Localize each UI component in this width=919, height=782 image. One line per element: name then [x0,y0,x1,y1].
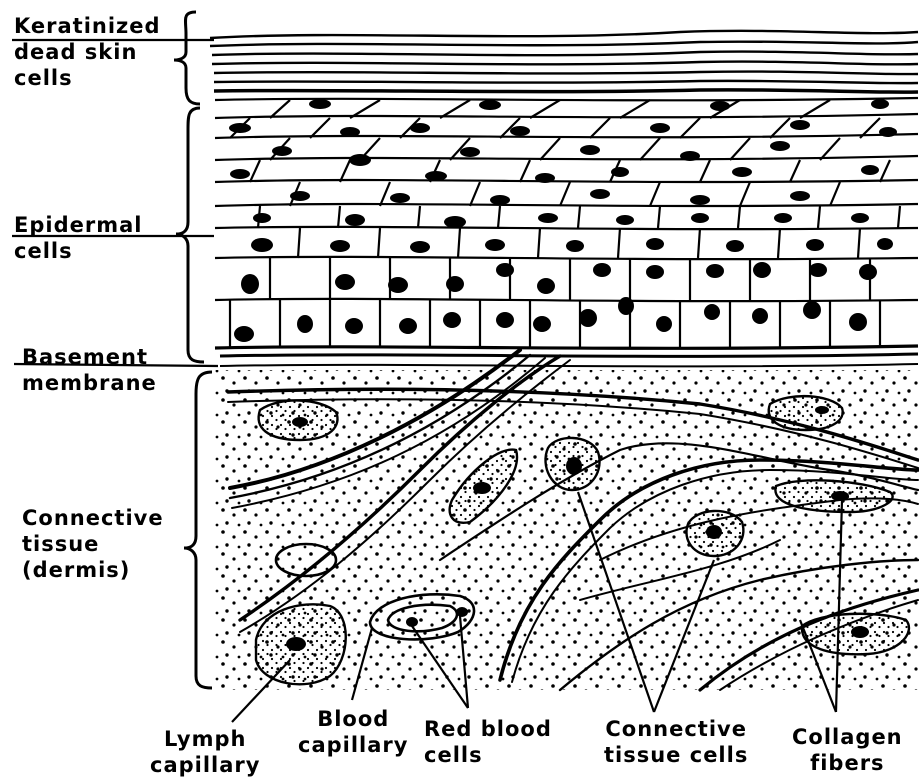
dermis-layer [215,350,919,690]
label-blood-capillary: Blood capillary [298,706,408,758]
keratinized-layer [210,31,918,92]
epidermal-layer [215,98,918,348]
label-connective-tissue: Connective tissue (dermis) [22,505,164,583]
label-basement-membrane: Basement membrane [22,344,157,396]
label-collagen-fibers: Collagen fibers [792,724,903,776]
label-epidermal: Epidermal cells [14,212,142,264]
label-red-blood-cells: Red blood cells [424,716,552,768]
label-keratinized: Keratinized dead skin cells [14,13,161,91]
label-connective-tissue-cells: Connective tissue cells [604,716,748,768]
brace-brackets [174,12,212,688]
label-lymph-capillary: Lymph capillary [150,726,260,778]
